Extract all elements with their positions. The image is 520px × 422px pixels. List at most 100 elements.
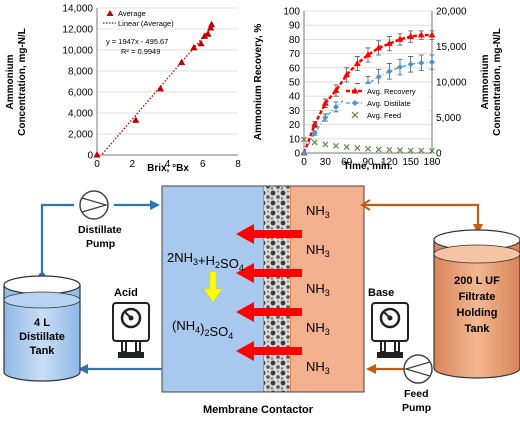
legend-linear-average: Linear (Average) bbox=[118, 19, 174, 28]
feed-pump-label-line2: Pump bbox=[402, 402, 431, 414]
distillate-tank bbox=[3, 275, 81, 382]
y-left-tick-label: 40 bbox=[289, 92, 301, 103]
x-tick-label: 120 bbox=[381, 157, 398, 168]
x-tick-label: 2 bbox=[129, 159, 135, 170]
y-right-tick-label: 20,000 bbox=[436, 7, 467, 18]
avg-feed-point bbox=[343, 143, 350, 150]
distillate-line-top bbox=[40, 203, 74, 276]
avg-distilate-point bbox=[322, 114, 329, 121]
filtrate-tank-liquid-surface bbox=[433, 244, 520, 264]
nh3-label: NH3 bbox=[306, 320, 330, 337]
filtrate-tank-label-line2: Filtrate bbox=[459, 291, 496, 303]
avg-recovery-point bbox=[364, 51, 372, 58]
reaction-down-arrow bbox=[203, 271, 223, 303]
x-tick-label: 6 bbox=[200, 159, 206, 170]
avg-recovery-point bbox=[396, 35, 404, 42]
x-tick-label: 90 bbox=[362, 157, 374, 168]
avg-distilate-point bbox=[418, 59, 425, 66]
distillate-pump bbox=[79, 190, 109, 220]
trend-equation: y = 1947x - 495.67 bbox=[106, 37, 168, 46]
data-point bbox=[207, 20, 216, 28]
nh3-label: NH3 bbox=[306, 242, 330, 259]
feed-outlet-marker bbox=[360, 199, 371, 211]
data-point bbox=[178, 58, 186, 66]
y-axis-left-label: Ammonium Recovery, % bbox=[253, 24, 264, 141]
x-axis-label: Brix, °Bx bbox=[147, 163, 189, 174]
filtrate-tank-body bbox=[433, 240, 520, 379]
acid-pump-tubes bbox=[121, 341, 141, 353]
distillate-pump-label-line1: Distillate bbox=[78, 224, 122, 236]
avg-feed-point bbox=[365, 145, 371, 152]
legend-avg-distilate: Avg. Distilate bbox=[367, 99, 411, 108]
reaction-product: (NH4)2SO4 bbox=[172, 318, 233, 341]
base-pump bbox=[371, 302, 409, 358]
y-left-tick-label: 100 bbox=[283, 7, 300, 18]
y-right-tick-label: 5,000 bbox=[436, 113, 461, 124]
data-point bbox=[93, 151, 101, 158]
y-left-tick-label: 30 bbox=[289, 106, 301, 117]
feed-return-arrowhead bbox=[473, 224, 483, 234]
avg-distilate-point bbox=[429, 59, 435, 66]
avg-distilate-point bbox=[333, 103, 339, 110]
avg-feed-point bbox=[386, 146, 393, 153]
avg-feed-point bbox=[322, 141, 329, 148]
legend-distilate-marker bbox=[352, 100, 358, 106]
y-left-tick-label: 90 bbox=[289, 21, 301, 32]
avg-distilate-point bbox=[311, 130, 318, 137]
filtrate-tank-label-line1: 200 L UF bbox=[454, 275, 500, 287]
x-tick-label: 8 bbox=[235, 159, 241, 170]
x-tick-label: 150 bbox=[402, 157, 419, 168]
y-axis-label-line2: Concentration, mg-N/L bbox=[17, 28, 28, 136]
legend-triangle-marker bbox=[106, 10, 114, 16]
y-tick-label: 8,000 bbox=[68, 67, 93, 78]
y-left-tick-label: 80 bbox=[289, 35, 301, 46]
distillate-tank-label-line3: Tank bbox=[30, 345, 56, 357]
contactor-outline bbox=[161, 185, 365, 393]
nh3-label: NH3 bbox=[306, 281, 330, 298]
avg-recovery-point bbox=[417, 31, 425, 38]
nh3-transfer-arrow bbox=[236, 302, 302, 322]
base-label: Base bbox=[368, 287, 394, 299]
distillate-tank-label-line2: Distillate bbox=[19, 331, 65, 343]
ammonia-transfer-arrows bbox=[236, 224, 302, 361]
y-right-tick-label: 15,000 bbox=[436, 42, 467, 53]
base-pump-tubes bbox=[380, 341, 400, 353]
avg-recovery-point bbox=[311, 120, 319, 127]
distillate-tank-body bbox=[3, 285, 81, 382]
chart2-legend: Avg. Recovery Avg. Distilate Avg. Feed bbox=[343, 84, 429, 124]
avg-distilate-point bbox=[386, 68, 393, 75]
nh3-label: NH3 bbox=[306, 359, 330, 376]
avg-feed-point bbox=[418, 147, 425, 154]
y-tick-label: 6,000 bbox=[68, 88, 93, 99]
avg-feed-point bbox=[301, 136, 307, 143]
x-tick-label: 180 bbox=[424, 157, 441, 168]
y-left-tick-label: 10 bbox=[289, 134, 301, 145]
nh3-transfer-arrow bbox=[236, 263, 302, 283]
avg-recovery-point bbox=[321, 99, 329, 106]
avg-recovery-point bbox=[332, 86, 340, 93]
feed-pump-triangle bbox=[403, 361, 431, 377]
y-left-tick-label: 0 bbox=[294, 149, 300, 160]
y-tick-label: 14,000 bbox=[62, 4, 93, 15]
base-pump-arm bbox=[383, 311, 391, 319]
avg-distilate-point bbox=[407, 61, 414, 68]
brix-vs-ammonium-chart: 02,0004,0006,0008,00010,00012,00014,0000… bbox=[5, 4, 241, 175]
feed-inlet-arrowhead bbox=[366, 364, 376, 374]
distillate-tank-liquid-surface bbox=[3, 291, 81, 309]
avg-recovery-point bbox=[385, 39, 393, 47]
acid-pump bbox=[112, 302, 150, 358]
avg-distilate-point bbox=[397, 64, 403, 71]
chart1-legend: Average Linear (Average) bbox=[103, 9, 174, 28]
y-right-tick-label: 0 bbox=[436, 149, 442, 160]
x-tick-label: 0 bbox=[301, 157, 307, 168]
legend-average: Average bbox=[118, 9, 146, 18]
nh3-label: NH3 bbox=[306, 203, 330, 220]
y-left-tick-label: 20 bbox=[289, 120, 301, 131]
data-point bbox=[132, 116, 140, 123]
avg-feed-point bbox=[311, 139, 318, 146]
y-left-tick-label: 60 bbox=[289, 63, 301, 74]
distillate-pump-label-line2: Pump bbox=[86, 238, 115, 250]
